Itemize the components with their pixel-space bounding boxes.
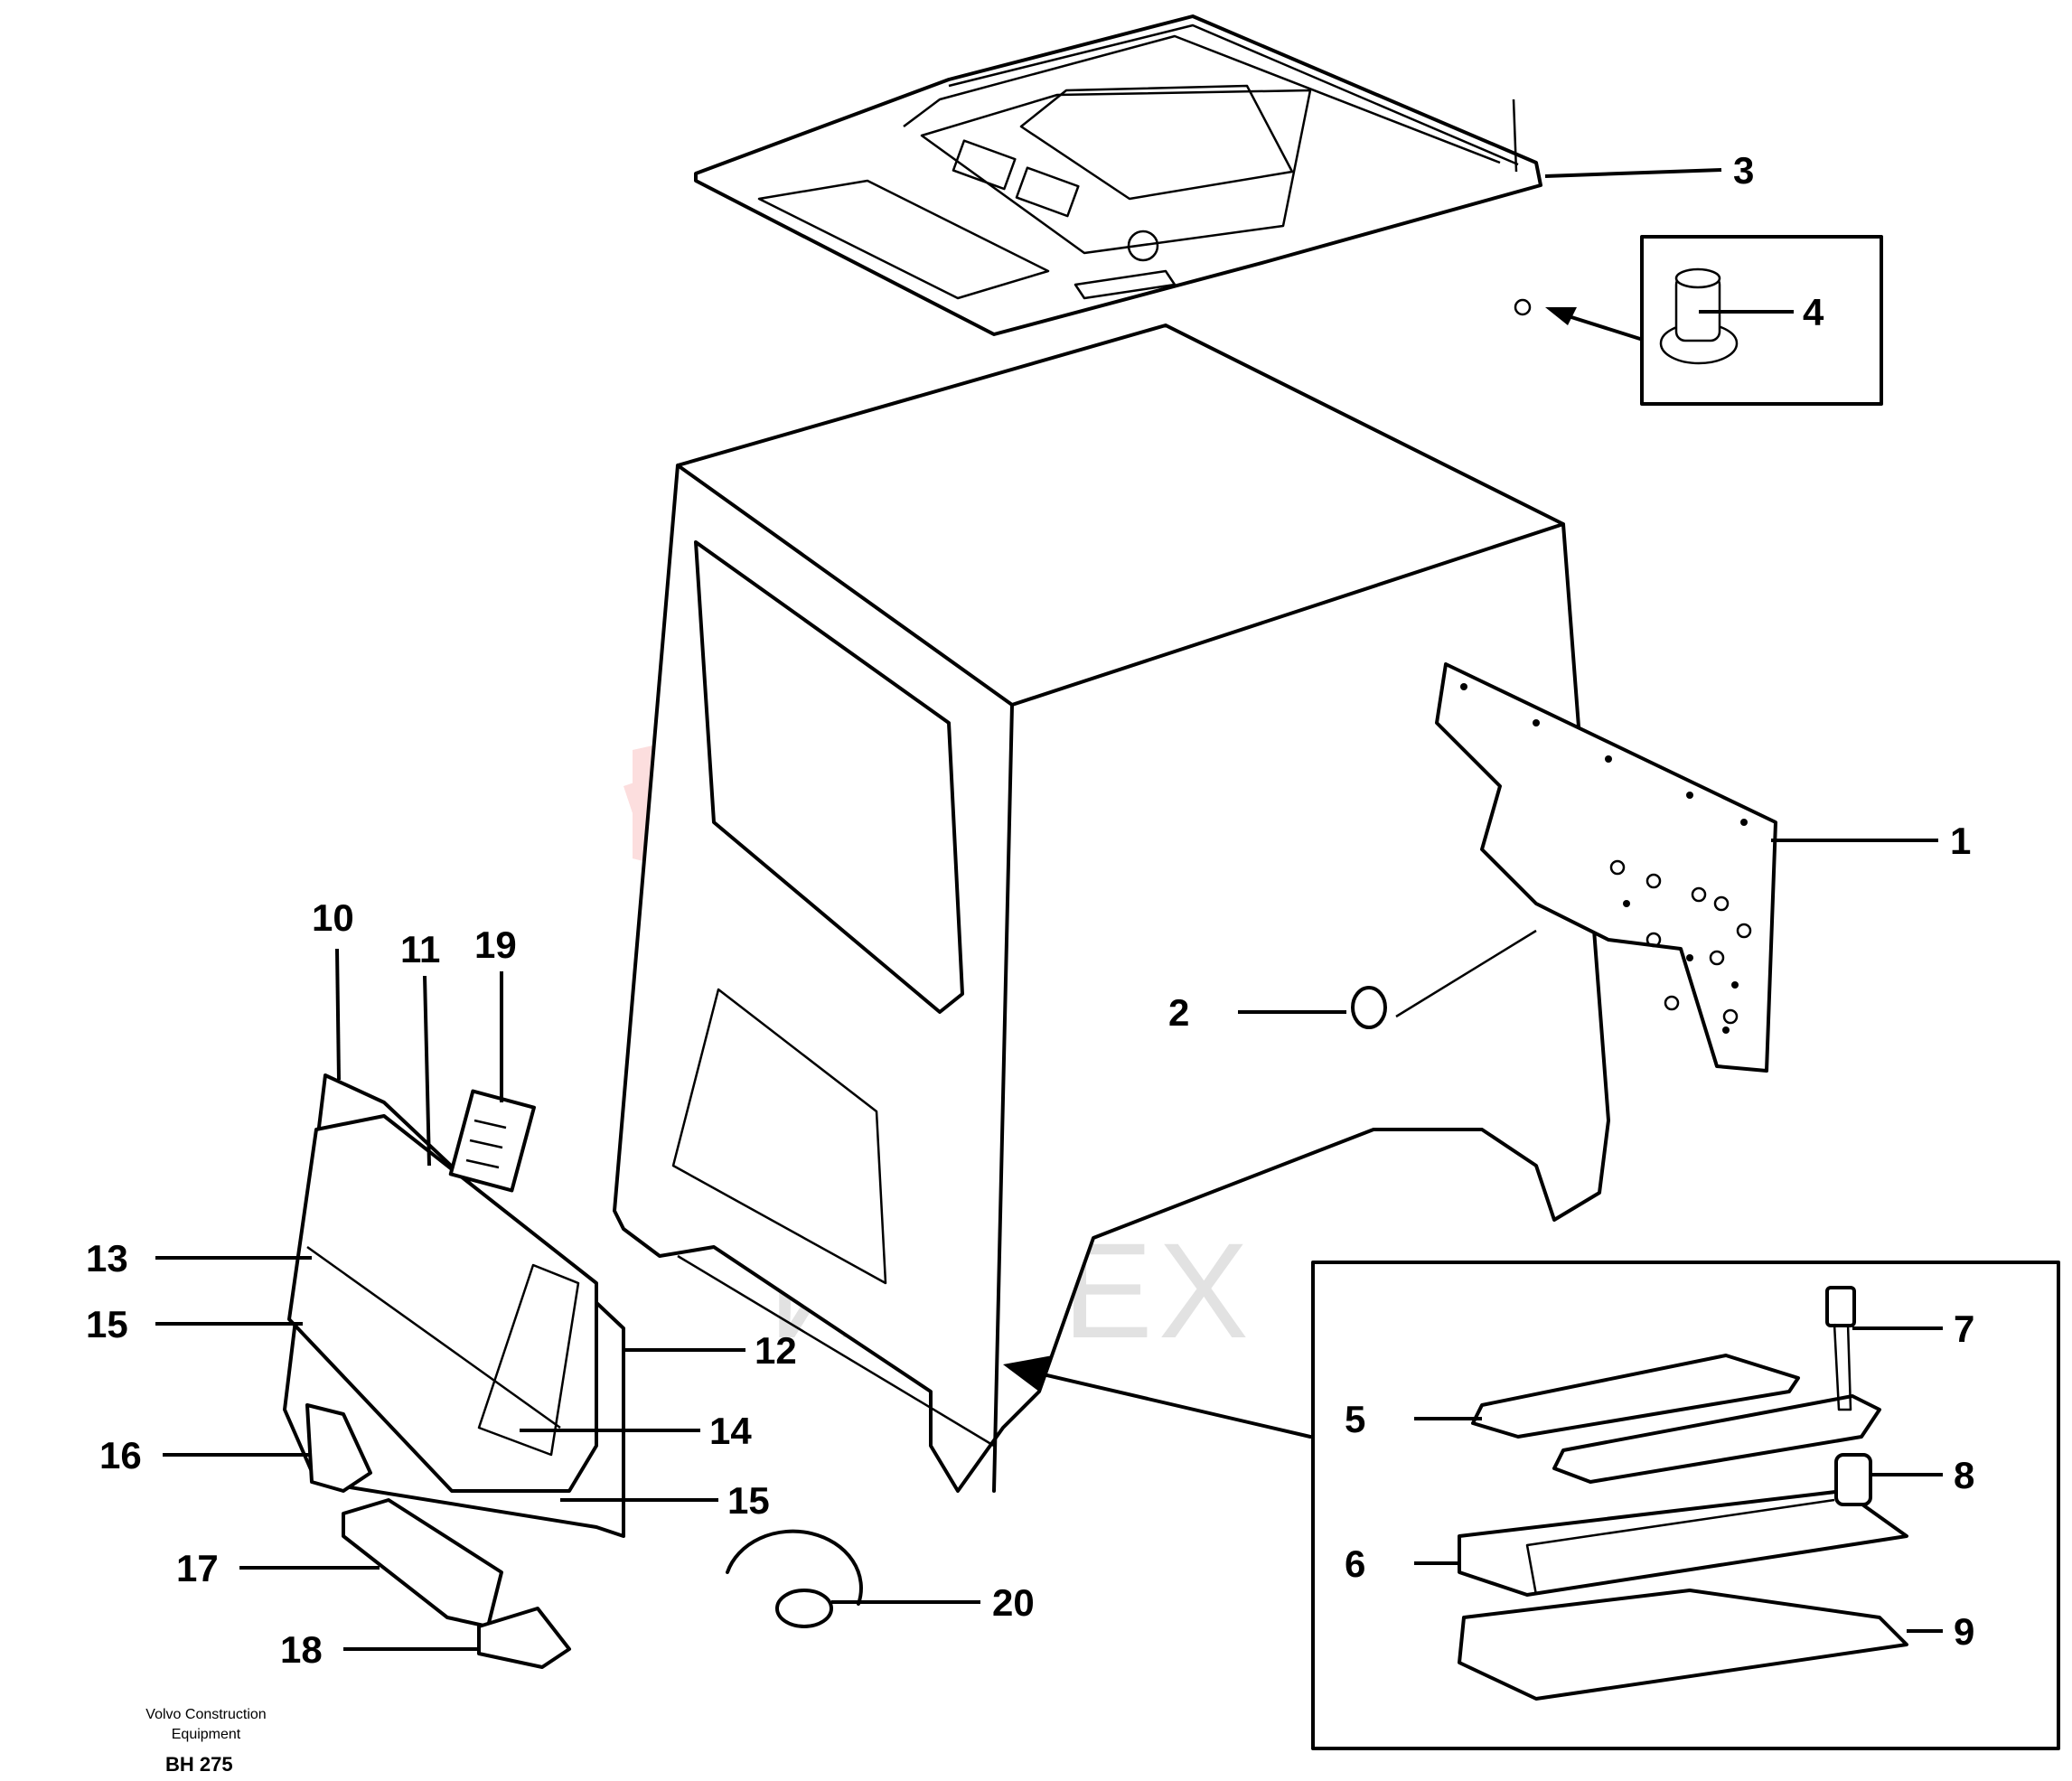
footer-drawing-code: BH 275	[165, 1753, 233, 1776]
callout-1: 1	[1950, 820, 1971, 862]
footer-company-line1: Volvo Construction	[145, 1707, 266, 1722]
callout-18: 18	[280, 1628, 323, 1671]
inset-detail-4	[1514, 235, 1883, 406]
callout-2: 2	[1168, 991, 1189, 1034]
callout-9: 9	[1954, 1610, 1974, 1653]
footer: Volvo Construction Equipment BH 275	[145, 1707, 266, 1776]
callout-14: 14	[709, 1410, 752, 1452]
callout-11: 11	[400, 928, 440, 970]
callout-6: 6	[1345, 1542, 1365, 1585]
callout-20: 20	[992, 1581, 1035, 1624]
roof-panel	[694, 14, 1542, 336]
callout-10: 10	[312, 896, 354, 939]
cab-body	[613, 323, 1610, 1493]
callout-15-left: 15	[86, 1303, 128, 1345]
callout-16: 16	[99, 1434, 142, 1476]
footer-company-line2: Equipment	[172, 1727, 241, 1742]
side-panel	[1351, 662, 1777, 1073]
callout-3: 3	[1733, 149, 1754, 192]
callout-labels: 1 2 3 4 5 6 7 8 9 10 11 12 13 14 15 15 1…	[86, 149, 1974, 1671]
callout-19: 19	[474, 923, 517, 966]
callout-7: 7	[1954, 1308, 1974, 1350]
callout-5: 5	[1345, 1398, 1365, 1440]
callout-13: 13	[86, 1237, 128, 1280]
leader-lines	[155, 168, 1943, 1651]
callout-17: 17	[176, 1547, 219, 1589]
inset-detail-5-9	[1003, 1261, 2060, 1750]
callout-8: 8	[1954, 1454, 1974, 1496]
callout-12: 12	[755, 1329, 797, 1372]
door-panel-assembly	[283, 1073, 863, 1669]
callout-15-bottom: 15	[727, 1479, 770, 1522]
callout-4: 4	[1803, 291, 1824, 333]
